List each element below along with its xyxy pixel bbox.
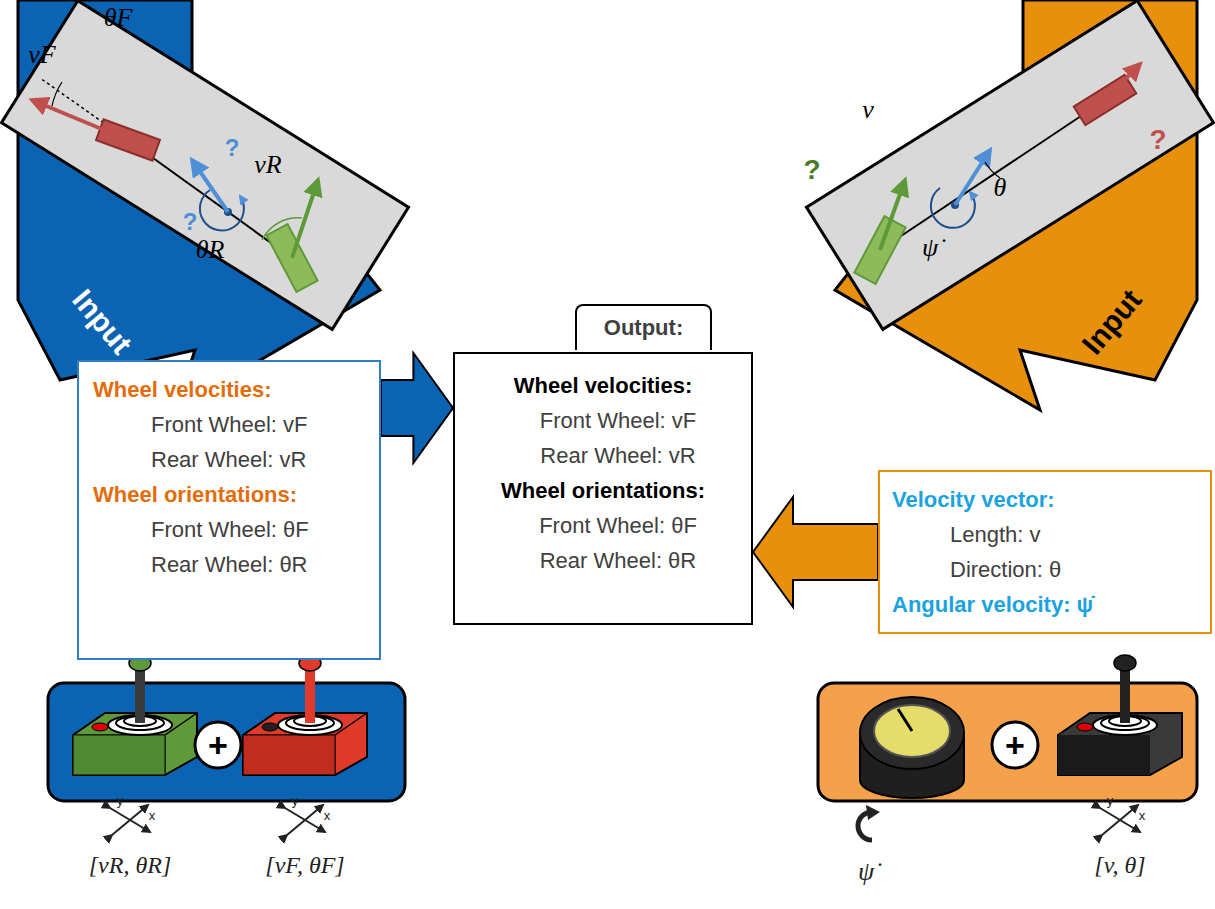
block-arrow <box>381 353 453 463</box>
symbol-label: vF <box>28 42 55 68</box>
unknown-mark: ? <box>803 156 820 184</box>
output-box: Output:Wheel velocities:Front Wheel: vFR… <box>453 352 753 625</box>
section-heading: Wheel velocities: <box>467 368 739 403</box>
item-text: Rear Wheel: vR <box>151 442 365 477</box>
symbol-label: θR <box>196 237 225 263</box>
joystick <box>73 655 197 775</box>
section-heading: Angular velocity: ψ̇ <box>892 587 1198 622</box>
section-heading: Wheel orientations: <box>93 477 365 512</box>
item-text: Front Wheel: θF <box>497 508 739 543</box>
unknown-mark: ? <box>1149 126 1166 154</box>
axis-icon <box>110 805 1140 835</box>
axis-label: x <box>324 809 331 822</box>
vector-label: [v, θ] <box>1094 853 1145 877</box>
axis-label: y <box>1107 794 1114 807</box>
item-text: Front Wheel: θF <box>151 512 365 547</box>
axis-label: y <box>292 794 299 807</box>
joystick <box>1058 655 1182 775</box>
plus-sign: + <box>208 728 228 762</box>
section-heading: Wheel orientations: <box>467 473 739 508</box>
joystick-panel <box>48 683 405 801</box>
unknown-mark: ? <box>183 210 198 234</box>
symbol-label: ψ̇ <box>858 859 874 885</box>
item-text: Direction: θ <box>950 552 1198 587</box>
item-text: Rear Wheel: θR <box>497 543 739 578</box>
vector-label: [vR, θR] <box>89 853 171 877</box>
axis-label: x <box>1139 809 1146 822</box>
item-text: Length: v <box>950 517 1198 552</box>
unknown-mark: ? <box>225 136 240 160</box>
vehicle-right <box>806 1 1213 330</box>
item-text: Front Wheel: vF <box>151 407 365 442</box>
symbol-label: θ <box>994 175 1007 201</box>
symbol-label: v <box>862 97 874 123</box>
block-arrow <box>753 497 878 607</box>
knob <box>860 697 964 798</box>
input-box: Wheel velocities:Front Wheel: vFRear Whe… <box>77 360 381 660</box>
control-panel <box>818 683 1197 801</box>
item-text: Front Wheel: vF <box>497 403 739 438</box>
joystick <box>243 655 367 775</box>
vector-label: [vF, θF] <box>265 853 344 877</box>
symbol-label: ψ̇ <box>922 235 938 261</box>
vehicle-left <box>1 1 408 330</box>
item-text: Rear Wheel: θR <box>151 547 365 582</box>
plus-sign: + <box>1005 728 1025 762</box>
section-heading: Velocity vector: <box>892 482 1198 517</box>
symbol-label: θF <box>104 5 133 31</box>
input-box: Velocity vector:Length: vDirection: θAng… <box>878 470 1212 634</box>
axis-label: y <box>117 794 124 807</box>
axis-label: x <box>149 809 156 822</box>
item-text: Rear Wheel: vR <box>497 438 739 473</box>
tab-title: Output: <box>575 304 712 350</box>
symbol-label: vR <box>254 152 281 178</box>
section-heading: Wheel velocities: <box>93 372 365 407</box>
